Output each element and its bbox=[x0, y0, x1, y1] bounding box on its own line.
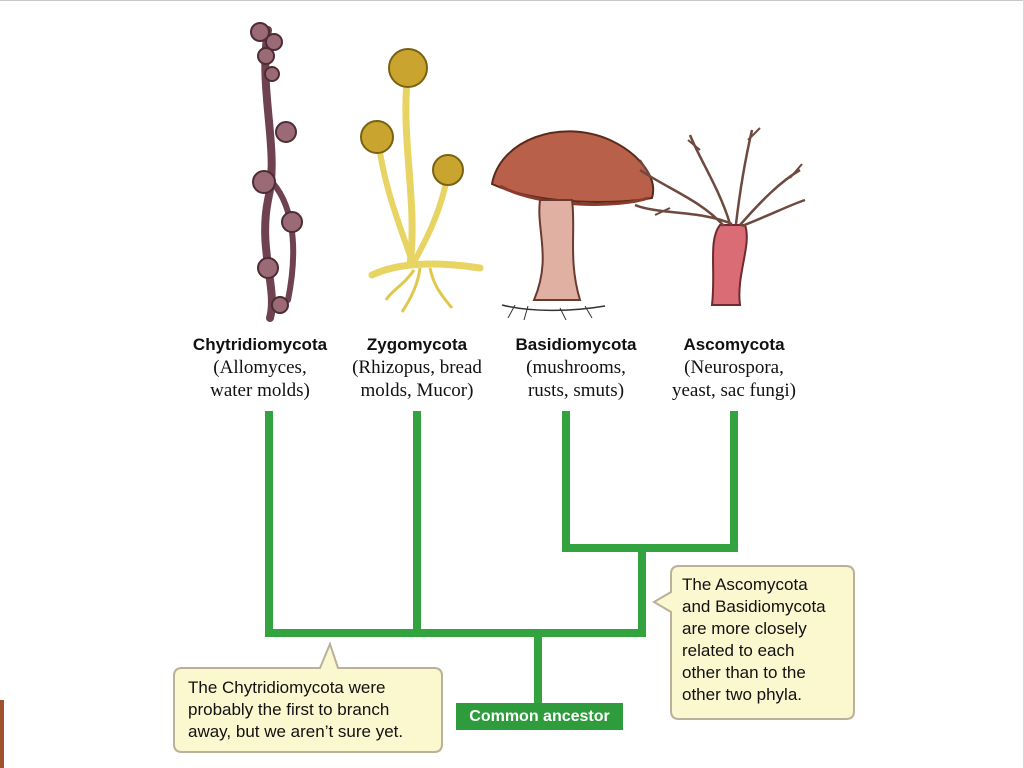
phylum-name: Zygomycota bbox=[366, 335, 468, 354]
neurospora-icon bbox=[634, 127, 806, 306]
callout-line: related to each bbox=[682, 641, 795, 660]
phylum-examples-2: molds, Mucor) bbox=[360, 380, 474, 401]
rhizopus-icon bbox=[360, 48, 484, 313]
phylum-examples-2: rusts, smuts) bbox=[527, 380, 625, 401]
tree-branches bbox=[265, 411, 738, 707]
label-zygomycota: Zygomycota (Rhizopus, bread molds, Mucor… bbox=[327, 333, 507, 402]
phylum-name: Ascomycota bbox=[683, 335, 785, 354]
label-ascomycota: Ascomycota (Neurospora, yeast, sac fungi… bbox=[644, 333, 824, 402]
phylum-examples-1: (mushrooms, bbox=[526, 357, 626, 378]
top-border bbox=[0, 0, 1024, 1]
callout-line: The Ascomycota bbox=[682, 575, 808, 594]
right-callout-bubble bbox=[652, 565, 855, 720]
left-callout-bubble bbox=[173, 641, 443, 753]
label-chytridiomycota: Chytridiomycota (Allomyces, water molds) bbox=[170, 333, 350, 402]
callout-line: other two phyla. bbox=[682, 685, 803, 704]
phylum-examples-1: (Rhizopus, bread bbox=[352, 357, 482, 378]
phylum-examples-1: (Neurospora, bbox=[684, 357, 784, 378]
callout-line: are more closely bbox=[682, 619, 807, 638]
callout-line: away, but we aren’t sure yet. bbox=[188, 722, 404, 741]
phylum-name: Basidiomycota bbox=[515, 335, 637, 354]
callout-line: The Chytridiomycota were bbox=[188, 678, 386, 697]
phylum-examples-1: (Allomyces, bbox=[213, 357, 307, 378]
right-callout-text: The Ascomycota and Basidiomycota are mor… bbox=[682, 574, 826, 706]
allomyces-icon bbox=[250, 22, 303, 322]
label-basidiomycota: Basidiomycota (mushrooms, rusts, smuts) bbox=[486, 333, 666, 402]
callout-line: other than to the bbox=[682, 663, 806, 682]
callout-line: and Basidiomycota bbox=[682, 597, 826, 616]
common-ancestor-label: Common ancestor bbox=[456, 703, 623, 730]
phylum-name: Chytridiomycota bbox=[192, 335, 328, 354]
left-callout-text: The Chytridiomycota were probably the fi… bbox=[188, 677, 403, 743]
phylum-examples-2: yeast, sac fungi) bbox=[672, 380, 796, 401]
mushroom-icon bbox=[490, 130, 655, 321]
phylum-examples-2: water molds) bbox=[210, 380, 310, 401]
left-edge-strip bbox=[0, 700, 4, 768]
callout-line: probably the first to branch bbox=[188, 700, 390, 719]
